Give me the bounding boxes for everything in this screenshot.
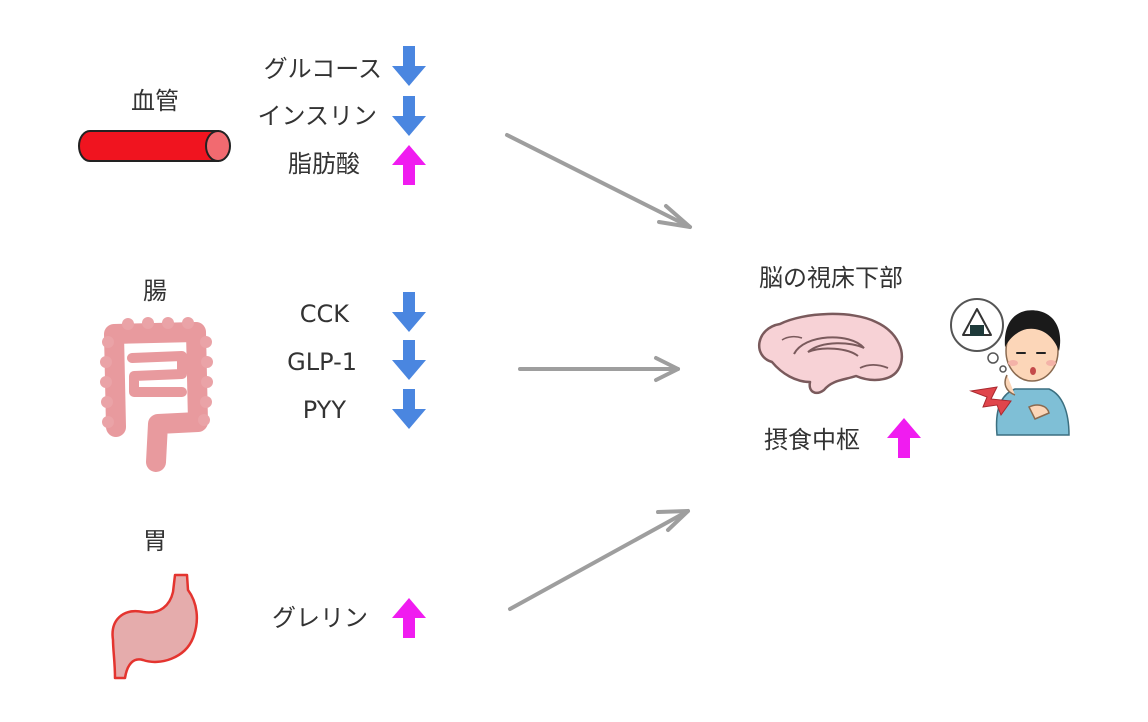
feeding-center-up-arrow-icon <box>887 418 921 458</box>
insulin-down-arrow-icon <box>392 96 426 136</box>
hypothalamus-label: 脳の視床下部 <box>759 264 903 292</box>
glp1-down-arrow-icon <box>392 340 426 380</box>
insulin-label: インスリン <box>257 102 377 130</box>
cck-label: CCK <box>299 300 349 328</box>
glucose-label: グルコース <box>263 55 382 83</box>
hungry-person-illustration <box>950 298 1070 436</box>
growling-stomach-icon <box>969 386 1012 417</box>
stomach-label: 胃 <box>143 527 167 555</box>
pyy-label: PYY <box>302 396 346 424</box>
intestine-label: 腸 <box>143 277 167 305</box>
ghrelin-up-arrow-icon <box>392 598 426 638</box>
pyy-down-arrow-icon <box>392 389 426 429</box>
fatty-acid-label: 脂肪酸 <box>288 150 360 178</box>
blood-to-brain-arrow <box>505 133 692 229</box>
stomach-to-brain-arrow <box>508 509 690 611</box>
brain-illustration <box>757 312 904 394</box>
person <box>995 310 1070 436</box>
rice-ball-icon <box>962 308 992 336</box>
glp1-label: GLP-1 <box>287 348 357 376</box>
blood-vessel-illustration <box>78 130 231 162</box>
cck-down-arrow-icon <box>392 292 426 332</box>
ghrelin-label: グレリン <box>272 604 368 632</box>
intestine-illustration <box>100 317 213 472</box>
feeding-center-label: 摂食中枢 <box>764 426 860 454</box>
stomach-illustration <box>111 573 199 680</box>
gut-to-brain-arrow <box>518 356 680 382</box>
blood-vessel-label: 血管 <box>131 87 179 115</box>
glucose-down-arrow-icon <box>392 46 426 86</box>
fatty-acid-up-arrow-icon <box>392 145 426 185</box>
